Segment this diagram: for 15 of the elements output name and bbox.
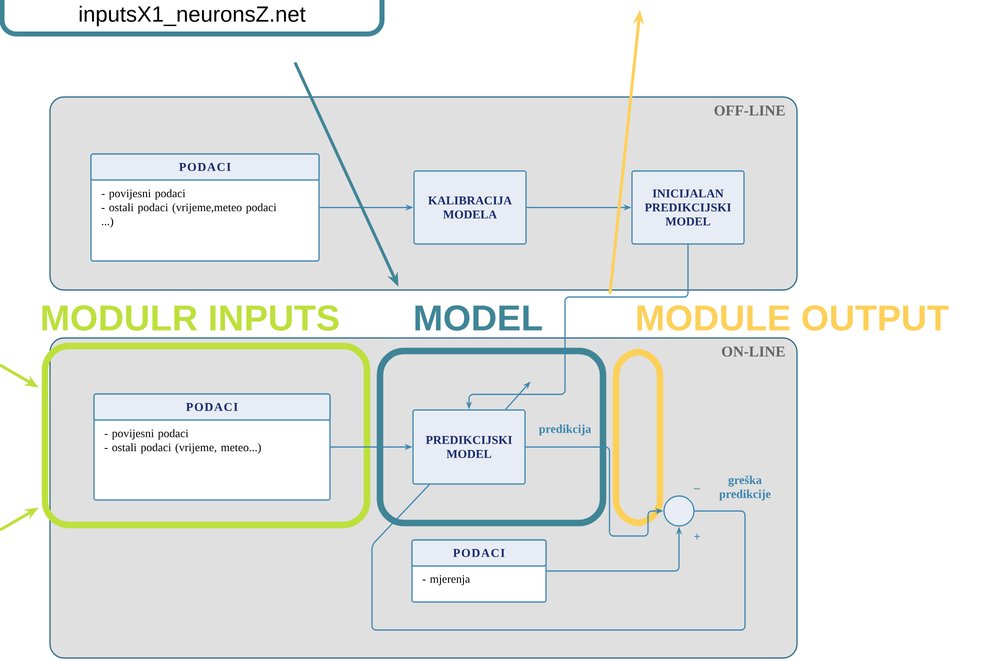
data-table-box: PODACI - mjerenja — [411, 539, 547, 603]
node-label: MODEL — [415, 305, 542, 331]
data-table-box: PODACI - povijesni podaci - ostali podaci (vrijeme,meteo podaci ...) — [90, 153, 320, 262]
sign-label: – — [694, 488, 700, 490]
edge-label: greška predikcije — [708, 474, 782, 502]
summing-circle — [663, 495, 695, 527]
sign-label: + — [694, 534, 700, 540]
edge-label: predikcija — [538, 424, 592, 436]
data-table-box: PODACI - povijesni podaci - ostali podaci (vrijeme, meteo...) — [93, 393, 331, 501]
file-name-box: inputsX1_neuronsZ.net — [0, 0, 384, 36]
process-box: PREDIKCIJSKI MODEL — [412, 409, 526, 485]
node-label: MODULE OUTPUT — [637, 305, 949, 331]
process-box: INICIJALAN PREDIKCIJSKI MODEL — [631, 170, 745, 245]
node-label: MODULR INPUTS — [42, 305, 339, 331]
process-box: KALIBRACIJA MODELA — [413, 170, 527, 245]
